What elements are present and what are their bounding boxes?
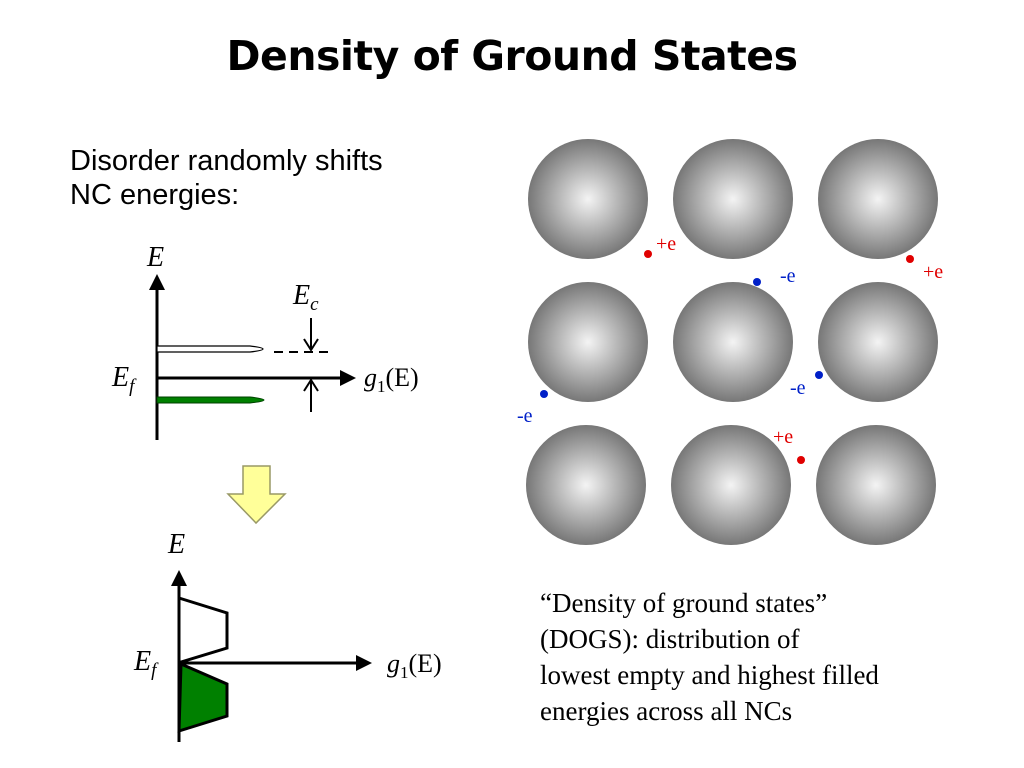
- caption-line-3: lowest empty and highest filled: [540, 660, 879, 690]
- nanocrystal-sphere: [526, 425, 646, 545]
- nanocrystal-sphere: [671, 425, 791, 545]
- negative-charge-dot: [753, 278, 761, 286]
- bottom-dos-diagram: E Ef g1(E): [133, 529, 442, 742]
- nanocrystal-sphere: [818, 282, 938, 402]
- nanocrystal-lattice: +e -e +e -e -e +e: [517, 139, 943, 545]
- nanocrystal-sphere: [673, 282, 793, 402]
- top-fermi-level-arrowhead: [340, 370, 356, 386]
- top-charging-arrow-up-head: [303, 378, 319, 392]
- top-filled-state-peak: [156, 396, 265, 404]
- top-dos-diagram: E Ec Ef g1(E): [111, 242, 419, 440]
- bottom-dos-axis-label: g1(E): [387, 649, 442, 682]
- top-dos-axis-label: g1(E): [364, 363, 419, 396]
- negative-charge-label: -e: [780, 265, 796, 287]
- bottom-filled-states-distribution: [177, 661, 229, 734]
- bottom-energy-axis-arrowhead: [171, 570, 187, 586]
- positive-charge-label: +e: [773, 426, 793, 448]
- bottom-empty-states-distribution: [177, 595, 229, 664]
- nanocrystal-sphere: [528, 139, 648, 259]
- negative-charge-label: -e: [517, 405, 533, 427]
- positive-charge-label: +e: [923, 261, 943, 283]
- top-charging-arrow-down-head: [303, 338, 319, 352]
- positive-charge-dot: [644, 250, 652, 258]
- intro-line-1: Disorder randomly shifts: [70, 145, 383, 177]
- top-energy-axis-arrowhead: [149, 274, 165, 290]
- top-energy-axis-label: E: [146, 242, 164, 273]
- top-fermi-energy-label: Ef: [111, 362, 137, 397]
- nanocrystal-sphere: [673, 139, 793, 259]
- negative-charge-label: -e: [790, 377, 806, 399]
- positive-charge-label: +e: [656, 233, 676, 255]
- nanocrystal-sphere: [528, 282, 648, 402]
- nanocrystal-sphere: [816, 425, 936, 545]
- intro-text: Disorder randomly shifts NC energies:: [70, 144, 383, 212]
- top-empty-state-peak: [156, 345, 264, 353]
- dogs-caption: “Density of ground states” (DOGS): distr…: [540, 585, 879, 729]
- bottom-fermi-energy-label: Ef: [133, 646, 159, 681]
- caption-line-2: (DOGS): distribution of: [540, 624, 800, 654]
- positive-charge-dot: [797, 456, 805, 464]
- intro-line-2: NC energies:: [70, 179, 240, 211]
- negative-charge-dot: [815, 371, 823, 379]
- caption-line-1: “Density of ground states”: [540, 588, 828, 618]
- negative-charge-dot: [540, 390, 548, 398]
- transition-down-arrow: [226, 465, 287, 525]
- nanocrystal-sphere: [818, 139, 938, 259]
- bottom-fermi-level-arrowhead: [356, 655, 372, 671]
- bottom-energy-axis-label: E: [167, 529, 185, 560]
- slide-title: Density of Ground States: [226, 32, 798, 80]
- top-charging-energy-label: Ec: [292, 280, 319, 315]
- caption-line-4: energies across all NCs: [540, 696, 793, 726]
- positive-charge-dot: [906, 255, 914, 263]
